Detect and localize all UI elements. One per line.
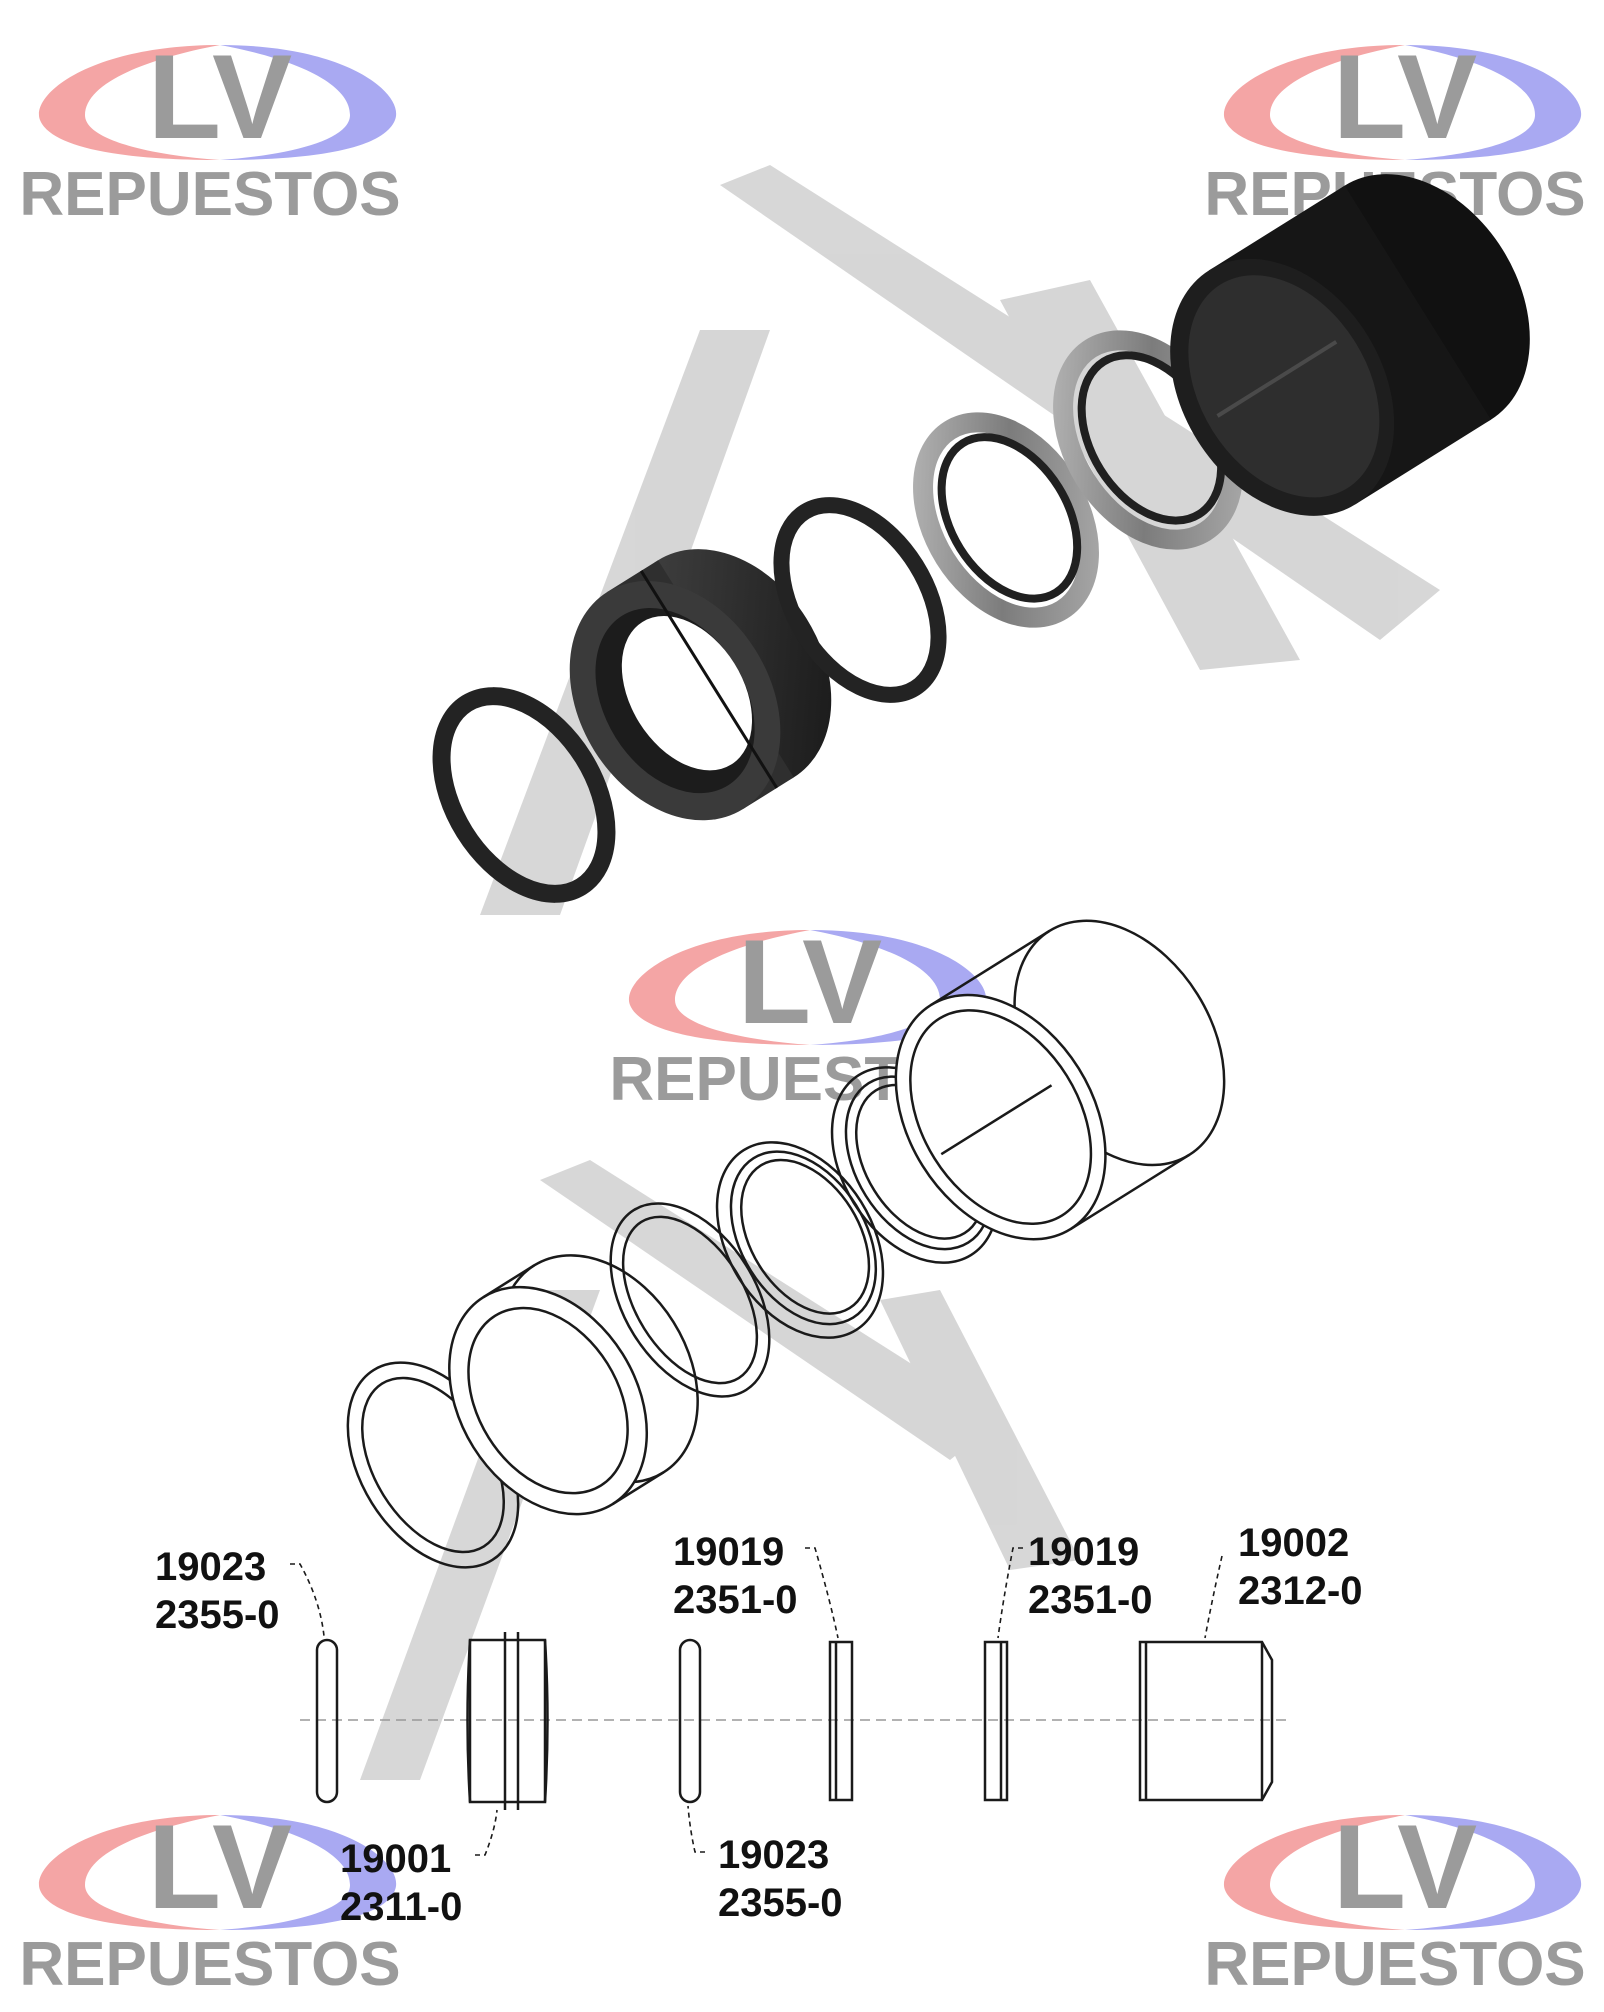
side-seal-ring-2 [983,1640,1009,1802]
logo-arc-left [628,930,810,1045]
part-code: 19023 [155,1545,266,1589]
render-bushing [569,549,832,821]
lineart-assembly [346,919,1226,1569]
part-code: 19019 [673,1530,784,1574]
side-seal-ring-1 [828,1640,854,1802]
lineart-outer-sleeve [894,919,1226,1241]
leader-seal-ring-2 [997,1547,1023,1639]
logo-repuestos-text: REPUESTOS [1204,1930,1585,1999]
side-outer-sleeve [1138,1640,1274,1802]
logo-lv-text: LV [738,915,882,1049]
part-label-bushing: 19001 2311-0 [340,1837,462,1929]
part-ref: 2312-0 [1238,1569,1363,1613]
part-ref: 2311-0 [340,1885,462,1929]
side-oring-mid [678,1638,702,1804]
logo-arc-right [220,45,397,160]
leader-oring-mid [687,1805,705,1853]
part-label-oring-left: 19023 2355-0 [155,1545,280,1637]
logo-lv-text: LV [1333,30,1477,164]
leader-outer-sleeve [1204,1555,1223,1639]
part-label-oring-mid: 19023 2355-0 [718,1833,843,1925]
logo-lv-text: LV [1333,1800,1477,1934]
logo-arc-left [38,1815,220,1930]
part-code: 19023 [718,1833,829,1877]
lineart-bushing [448,1254,699,1516]
part-code: 19001 [340,1837,451,1881]
logo-arc-left [38,45,220,160]
logo-repuestos-text: REPUESTOS [19,1930,400,1999]
logo-arc-right [1405,45,1582,160]
logo-arc-right [1405,1815,1582,1930]
logo-arc-left [1223,45,1405,160]
side-bushing [466,1632,549,1810]
logo-lv-text: LV [148,30,292,164]
render-outer-sleeve [1170,174,1530,516]
render-oring-left [432,687,616,903]
logo-lv-text: LV [148,1800,292,1934]
part-code: 19002 [1238,1521,1349,1565]
part-ref: 2355-0 [718,1881,843,1925]
part-ref: 2351-0 [673,1578,798,1622]
logo-arc-left [1223,1815,1405,1930]
leader-seal-ring-1 [805,1547,839,1639]
part-label-outer-sleeve: 19002 2312-0 [1238,1521,1363,1613]
part-label-seal-ring-1: 19019 2351-0 [673,1530,798,1622]
rendered-assembly [432,174,1530,903]
part-label-seal-ring-2: 19019 2351-0 [1028,1530,1153,1622]
render-seal-ring-1 [913,412,1099,628]
side-oring-left [315,1638,339,1804]
part-code: 19019 [1028,1530,1139,1574]
logo-repuestos-text: REPUESTOS [19,160,400,229]
part-ref: 2355-0 [155,1593,280,1637]
render-oring-mid [773,497,947,703]
leader-oring-left [290,1563,325,1637]
side-view [290,1547,1290,1856]
leader-bushing [475,1809,498,1856]
logo-arc-right [220,1815,397,1930]
part-ref: 2351-0 [1028,1578,1153,1622]
